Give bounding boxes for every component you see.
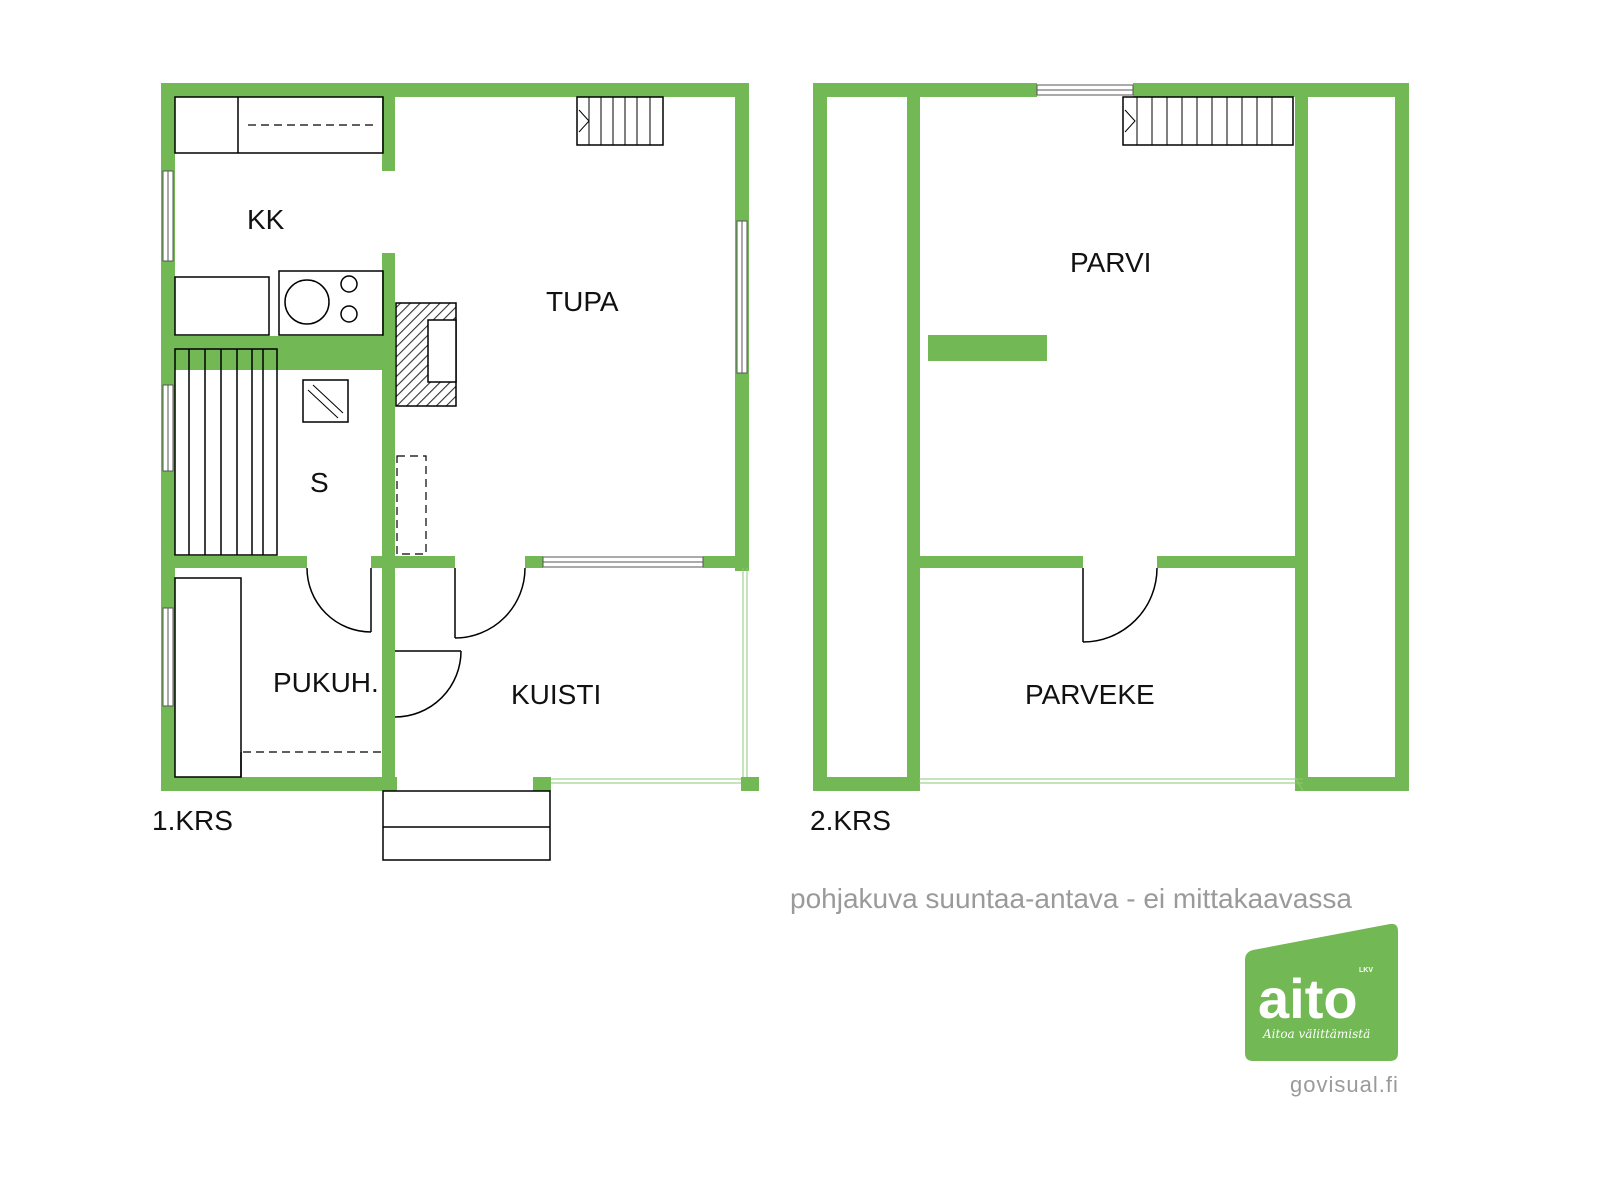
room-label-parveke: PARVEKE	[1025, 679, 1155, 710]
room-label-kuisti: KUISTI	[511, 679, 601, 710]
wall2-bottom-right	[1303, 777, 1409, 791]
window-parvi	[1036, 84, 1134, 96]
wall-pukuh-kuisti-top	[382, 556, 395, 651]
door-tupa	[454, 567, 526, 639]
window-kk	[162, 170, 174, 262]
room-label-pukuh: PUKUH.	[273, 667, 379, 698]
window-sauna	[162, 384, 174, 472]
wall-pukuh-kuisti-bottom	[382, 718, 395, 777]
stove-icon	[278, 270, 384, 336]
wall2-mid-right	[1157, 556, 1295, 568]
stairs-icon	[576, 96, 664, 146]
wall2-mid-left	[920, 556, 1083, 568]
window-pukuh	[162, 607, 174, 707]
porch-post-right	[741, 777, 759, 791]
kitchen-counter-bottom	[174, 276, 270, 336]
wall2-knee-right	[1295, 97, 1308, 791]
room-label-sauna: S	[310, 467, 329, 498]
loft-railing	[928, 335, 1047, 361]
wall-kk-tupa-upper	[382, 97, 395, 171]
logo-lkv: LKV	[1359, 967, 1373, 974]
logo-wordmark: aito	[1258, 967, 1358, 1030]
room-label-kk: KK	[247, 204, 285, 235]
wall2-top-left	[813, 83, 1037, 97]
window-tupa-east	[736, 220, 748, 374]
wall2-left	[813, 83, 827, 791]
floor-label-1: 1.KRS	[152, 805, 233, 836]
wall-kk-sauna	[175, 336, 395, 370]
stairs-upper-icon	[1122, 96, 1294, 146]
wall-tupa-bottom-b	[703, 556, 749, 568]
door-sauna	[306, 567, 372, 633]
logo-slogan: Aitoa välittämistä	[1262, 1027, 1370, 1041]
aito-logo: aito LKV Aitoa välittämistä	[1245, 923, 1398, 1061]
kitchen-counter-top	[174, 96, 384, 154]
door-parveke	[1082, 567, 1158, 643]
wall-bottom	[161, 777, 397, 791]
wall2-knee-left	[907, 97, 920, 791]
wall-kk-tupa-lower	[382, 253, 395, 773]
credit-text: govisual.fi	[1290, 1072, 1399, 1097]
disclaimer-text: pohjakuva suuntaa-antava - ei mittakaava…	[790, 883, 1352, 914]
dressing-bench	[174, 577, 242, 778]
cabinet-outline	[396, 455, 427, 555]
floor-label-2: 2.KRS	[810, 805, 891, 836]
sauna-benches	[174, 348, 278, 556]
room-label-parvi: PARVI	[1070, 247, 1151, 278]
porch-post-left	[533, 777, 551, 791]
fireplace-icon	[395, 302, 457, 407]
second-floor-plan: PARVI PARVEKE 2.KRS	[810, 83, 1409, 836]
wall-sauna-bottom-left	[175, 556, 307, 568]
first-floor-plan: KK TUPA S PUKUH. KUISTI 1.KRS	[152, 83, 759, 861]
wall-top	[161, 83, 749, 97]
window-tupa-south	[542, 556, 704, 568]
room-label-tupa: TUPA	[546, 286, 619, 317]
logo-badge-shape	[1245, 923, 1398, 1061]
wall2-right	[1395, 83, 1409, 791]
wall2-bottom-left	[813, 777, 919, 791]
sauna-stove-icon	[302, 379, 349, 423]
wall-tupa-bottom-a	[525, 556, 543, 568]
wall2-top-right	[1133, 83, 1409, 97]
door-pukuh	[394, 650, 462, 718]
entrance-steps	[382, 790, 551, 861]
